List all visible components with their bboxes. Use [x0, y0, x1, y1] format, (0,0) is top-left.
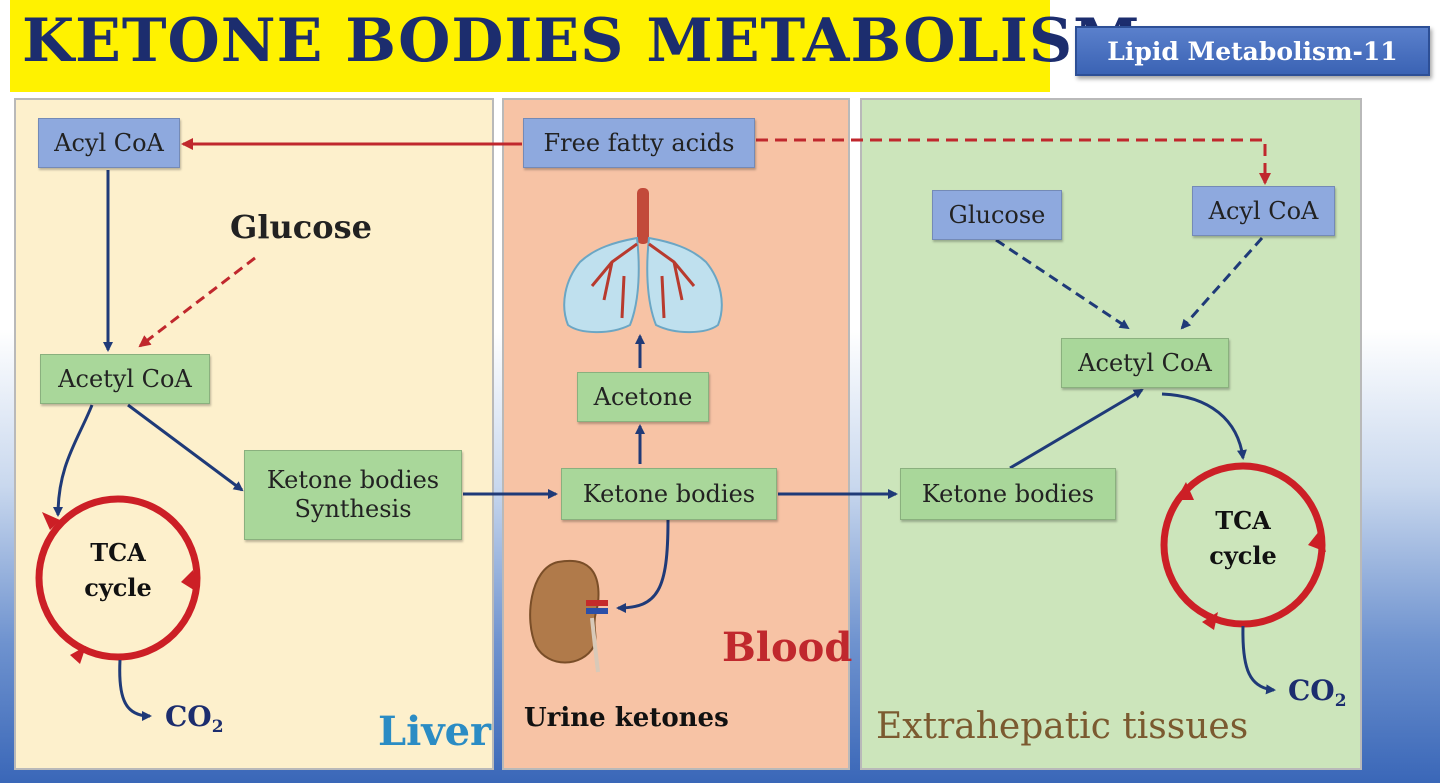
liver-acyl-coa: Acyl CoA — [38, 118, 180, 168]
tca-line1-extra: TCA — [1215, 506, 1271, 535]
ketone-synthesis-line1: Ketone bodies — [266, 466, 440, 495]
ketone-synthesis-line2: Synthesis — [294, 495, 412, 523]
free-fatty-acids: Free fatty acids — [523, 118, 755, 168]
urine-ketones-label: Urine ketones — [524, 703, 729, 733]
liver-label: Liver — [378, 708, 492, 755]
slide-title: KETONE BODIES METABOLISM — [22, 6, 1141, 76]
blood-ketone-bodies: Ketone bodies — [561, 468, 777, 520]
co2-liver-sub: 2 — [211, 717, 224, 737]
co2-liver: CO2 — [165, 700, 224, 737]
co2-extra-sub: 2 — [1334, 691, 1347, 711]
ketone-synthesis-node: Ketone bodies Synthesis — [244, 450, 462, 540]
tca-label-extra: TCA cycle — [1193, 504, 1293, 574]
liver-acetyl-coa: Acetyl CoA — [40, 354, 210, 404]
tca-line1-liver: TCA — [90, 538, 146, 567]
extra-acyl-coa: Acyl CoA — [1192, 186, 1335, 236]
title-banner: KETONE BODIES METABOLISM — [10, 0, 1140, 92]
co2-extra-main: CO — [1288, 674, 1335, 707]
extrahepatic-label: Extrahepatic tissues — [876, 706, 1249, 747]
tca-label-liver: TCA cycle — [68, 536, 168, 606]
tca-line2-liver: cycle — [84, 572, 152, 602]
lecture-chip: Lipid Metabolism-11 — [1075, 26, 1430, 76]
blood-label: Blood — [722, 624, 853, 671]
co2-liver-main: CO — [165, 700, 212, 733]
tca-line2-extra: cycle — [1209, 540, 1277, 570]
extra-acetyl-coa: Acetyl CoA — [1061, 338, 1229, 388]
liver-glucose: Glucose — [230, 208, 372, 246]
acetone-node: Acetone — [577, 372, 709, 422]
co2-extra: CO2 — [1288, 674, 1347, 711]
liver-panel — [14, 98, 494, 770]
extra-ketone-bodies: Ketone bodies — [900, 468, 1116, 520]
extra-glucose: Glucose — [932, 190, 1062, 240]
